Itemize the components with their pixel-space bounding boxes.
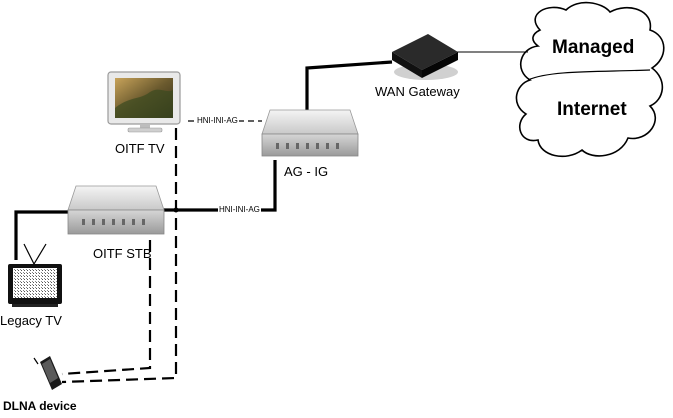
- wire-ag-stb: [162, 160, 277, 212]
- link-label-tv-ag: HNI-INI-AG: [196, 116, 239, 126]
- dlna-wire: [33, 357, 39, 365]
- wire-gateway-ag: [305, 60, 393, 110]
- ag-top: [261, 109, 359, 135]
- legacy-tv-label: Legacy TV: [0, 313, 62, 328]
- ag-ig-device: [261, 109, 359, 157]
- oitf-stb-label: OITF STB: [93, 246, 152, 261]
- dlna-face: [42, 359, 58, 383]
- wan-gateway-label: WAN Gateway: [375, 84, 460, 99]
- cloud-shape: [515, 1, 665, 158]
- crt-feet: [12, 304, 58, 307]
- wire-stb-dlna: [61, 240, 152, 376]
- antenna-right: [33, 243, 47, 265]
- oitf-tv-device: [107, 71, 181, 133]
- antenna-left: [23, 243, 35, 265]
- link-label-stb-ag: HNI-INI-AG: [218, 205, 261, 215]
- managed-internet-cloud: [515, 1, 665, 158]
- tv-stand-neck: [140, 124, 150, 128]
- legacy-tv-device: [8, 243, 62, 307]
- cloud-label-managed: Managed: [552, 37, 635, 58]
- wan-gateway-device: [392, 34, 458, 80]
- oitf-stb-device: [67, 185, 165, 235]
- crt-screen: [13, 268, 57, 298]
- ag-leds: [276, 143, 339, 149]
- wire-junction: [173, 207, 179, 213]
- tv-stand-base: [127, 127, 163, 133]
- stb-leds: [82, 219, 145, 225]
- ag-front: [261, 133, 359, 157]
- oitf-tv-label: OITF TV: [115, 141, 165, 156]
- cloud-inner-divider: [527, 69, 651, 81]
- ag-ig-label: AG - IG: [284, 164, 329, 179]
- stb-top: [67, 185, 165, 211]
- wire-stb-legacy-tv: [14, 210, 70, 260]
- dlna-device: [33, 356, 62, 390]
- gateway-top: [392, 34, 458, 70]
- gateway-left-face: [392, 52, 422, 78]
- dlna-device-label: DLNA device: [3, 399, 77, 413]
- tv-screen-hills: [115, 89, 173, 118]
- gateway-right-face: [422, 52, 458, 78]
- cloud-label-internet: Internet: [557, 99, 627, 120]
